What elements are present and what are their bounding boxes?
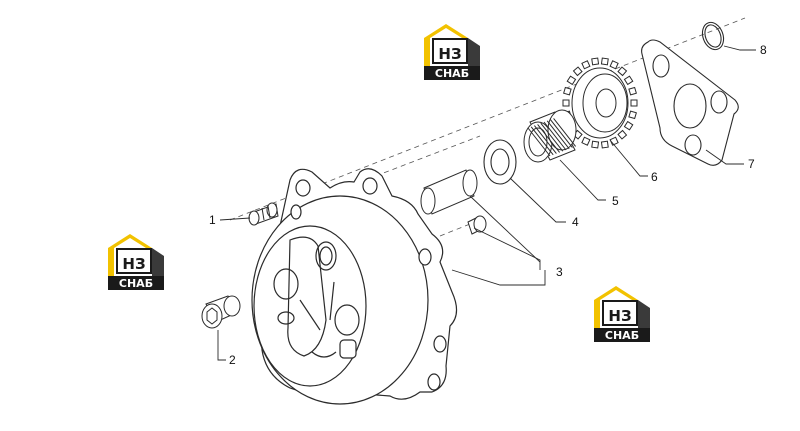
callout-1: 1: [209, 213, 216, 227]
small-stud-part: [467, 215, 487, 235]
callout-3: 3: [556, 265, 563, 279]
watermark-logo-right: НЗ СНАБ: [594, 286, 650, 342]
watermark-bottom-text: СНАБ: [435, 67, 469, 80]
watermark-logo-left: НЗ СНАБ: [108, 234, 164, 290]
watermark-top-text: НЗ: [608, 307, 631, 325]
callout-8: 8: [760, 43, 767, 57]
callout-7: 7: [748, 157, 755, 171]
pump-housing-part: [251, 168, 458, 405]
callout-5: 5: [612, 194, 619, 208]
watermark-bottom-text: СНАБ: [605, 329, 639, 342]
dowel-pin-part: [420, 169, 478, 215]
leader-lines: [217, 45, 756, 361]
screw-part: [248, 202, 279, 226]
callout-4: 4: [572, 215, 579, 229]
callout-6: 6: [651, 170, 658, 184]
callout-labels: 1 2 3 4 5 6 7 8: [209, 43, 767, 367]
gear-part: [562, 57, 638, 149]
washer-part: [483, 139, 517, 185]
needle-bearing-part: [523, 109, 577, 163]
watermark-logo-top: НЗ СНАБ: [424, 24, 480, 80]
watermark-top-text: НЗ: [122, 255, 145, 273]
drain-plug-part: [201, 295, 241, 329]
triangular-plate-part: [641, 39, 739, 166]
snap-ring-part: [701, 21, 725, 51]
watermark-top-text: НЗ: [438, 45, 461, 63]
callout-2: 2: [229, 353, 236, 367]
watermark-bottom-text: СНАБ: [119, 277, 153, 290]
